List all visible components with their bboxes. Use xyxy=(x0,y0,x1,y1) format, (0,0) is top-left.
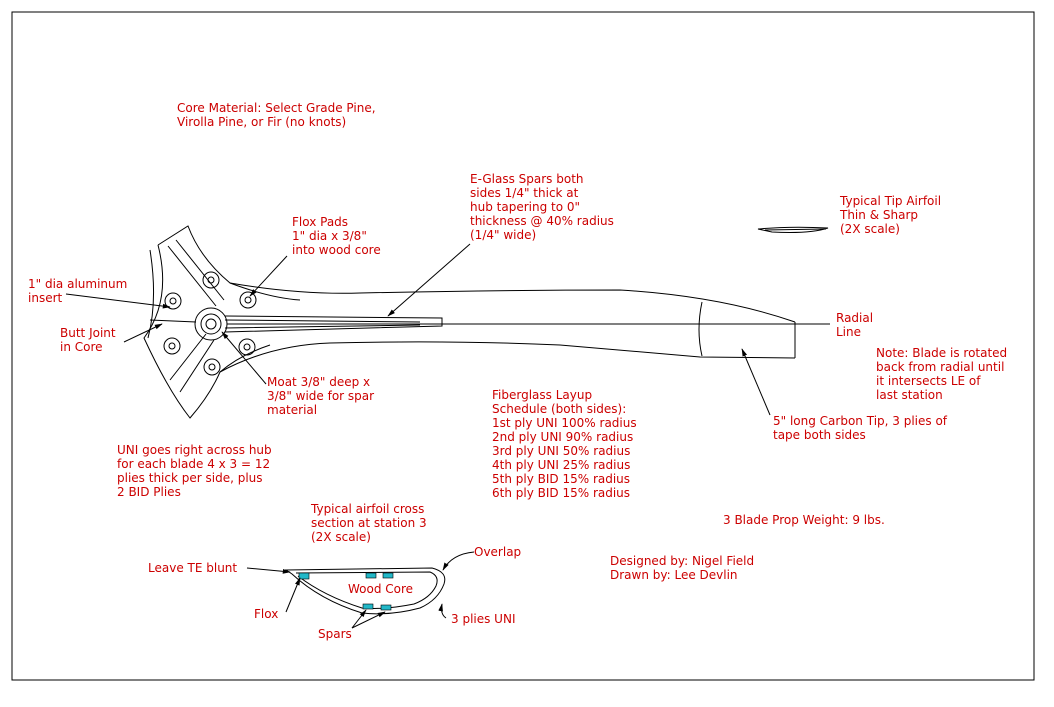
tip-airfoil-note: Typical Tip Airfoil Thin & Sharp (2X sca… xyxy=(839,194,945,236)
radial-line-label: Radial Line xyxy=(836,311,877,339)
te-blunt-label: Leave TE blunt xyxy=(148,561,237,575)
layup-schedule: Fiberglass Layup Schedule (both sides): … xyxy=(492,388,640,500)
prop-weight: 3 Blade Prop Weight: 9 lbs. xyxy=(723,513,885,527)
butt-joint-note: Butt Joint in Core xyxy=(60,326,119,354)
spars-label: Spars xyxy=(318,627,352,641)
leader-lines xyxy=(65,243,771,629)
flox-fill xyxy=(298,572,310,580)
blade-plan-view xyxy=(219,282,830,373)
flox-label: Flox xyxy=(254,607,278,621)
airfoil-section-note: Typical airfoil cross section at station… xyxy=(310,502,430,544)
rotation-note: Note: Blade is rotated back from radial … xyxy=(876,346,1011,402)
flox-pad xyxy=(203,358,221,376)
spar-fill xyxy=(362,603,374,610)
tip-airfoil xyxy=(757,226,829,233)
uni-hub-note: UNI goes right across hub for each blade… xyxy=(117,443,275,499)
flox-pad xyxy=(202,271,220,289)
spar-fill xyxy=(382,572,394,579)
wood-core-label: Wood Core xyxy=(348,582,413,596)
blade-leading-edge xyxy=(229,282,796,323)
carbon-tip-note: 5" long Carbon Tip, 3 plies of tape both… xyxy=(773,414,951,442)
airfoil-outer xyxy=(284,567,446,615)
spar-fill xyxy=(365,572,377,579)
aluminum-insert xyxy=(194,307,228,341)
flox-pads-note: Flox Pads 1" dia x 3/8" into wood core xyxy=(292,215,381,257)
credits: Designed by: Nigel Field Drawn by: Lee D… xyxy=(610,554,758,582)
hub-plan-view xyxy=(143,225,301,419)
drawing-border xyxy=(11,11,1035,681)
three-plies-label: 3 plies UNI xyxy=(451,612,515,626)
blade-trailing-edge xyxy=(219,341,796,373)
spars-note: E-Glass Spars both sides 1/4" thick at h… xyxy=(470,172,618,242)
flox-pad xyxy=(164,292,182,310)
spar-fill xyxy=(380,604,392,611)
spar-strip xyxy=(224,315,443,333)
overlap-label: Overlap xyxy=(474,545,521,559)
flox-pad xyxy=(238,338,256,356)
core-material-note: Core Material: Select Grade Pine, Viroll… xyxy=(177,101,379,129)
airfoil-section xyxy=(284,567,446,615)
flox-pad xyxy=(239,291,257,309)
aluminum-insert-note: 1" dia aluminum insert xyxy=(28,277,131,305)
hub-outline xyxy=(143,225,301,419)
moat-note: Moat 3/8" deep x 3/8" wide for spar mate… xyxy=(267,375,378,417)
flox-pad xyxy=(163,337,181,355)
